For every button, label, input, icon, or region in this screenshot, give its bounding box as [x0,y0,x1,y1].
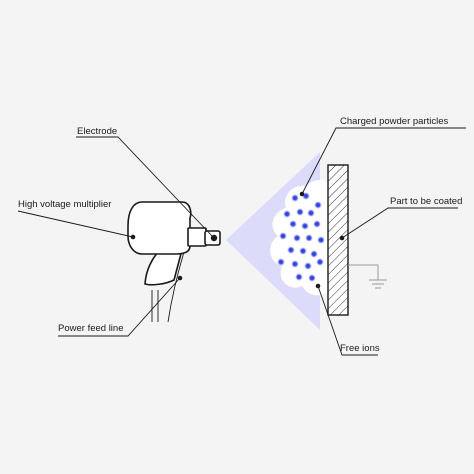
particle [304,262,312,270]
gun-body [127,201,192,255]
particle [283,210,291,218]
charged-particles [277,192,325,289]
particle [301,222,309,230]
label-charged-powder-particles: Charged powder particles [340,116,449,127]
label-free-ions: Free ions [340,343,380,354]
particle [308,274,316,282]
leader-lines [17,127,466,356]
particle [291,260,299,268]
label-power-feed-line: Power feed line [58,323,123,334]
particle [299,247,307,255]
label-high-voltage-multiplier: High voltage multiplier [18,199,111,210]
particle [296,208,304,216]
particle [291,194,299,202]
particle [277,258,285,266]
particle [314,201,322,209]
particle [313,220,321,228]
particle [295,273,303,281]
spray-gun [127,201,221,323]
gun-handle [144,249,183,286]
ground-symbol [348,264,387,289]
part-to-be-coated [327,164,349,316]
particle [317,236,325,244]
particle [316,258,324,266]
particle [307,209,315,217]
particle [287,246,295,254]
particle [289,220,297,228]
particle [293,234,301,242]
particle [310,250,318,258]
powder-cloud [270,180,332,296]
particle [279,232,287,240]
gun-barrel [187,227,207,247]
label-part-to-be-coated: Part to be coated [390,196,462,207]
particle [305,234,313,242]
label-electrode: Electrode [77,126,117,137]
